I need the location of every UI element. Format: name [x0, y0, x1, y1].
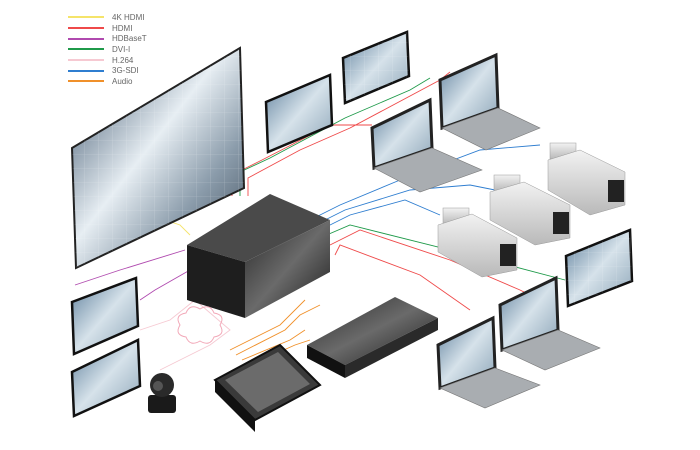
- line-hdbaset-2: [139, 269, 191, 301]
- rack-unit: [307, 297, 438, 378]
- legend-label: HDBaseT: [112, 34, 147, 44]
- video-processor: [187, 194, 330, 318]
- laptop-3: [436, 315, 541, 409]
- monitor-top-1: [264, 73, 334, 154]
- legend-item-4k-hdmi: 4K HDMI: [68, 12, 147, 23]
- line-dvi-2: [314, 224, 566, 281]
- legend-swatch: [68, 80, 104, 83]
- line-sdi-2: [304, 184, 496, 231]
- legend-item-dvi: DVI-I: [68, 44, 147, 55]
- line-audio-3: [241, 329, 306, 361]
- legend-swatch: [68, 69, 104, 72]
- monitor-left-1: [70, 276, 140, 356]
- legend-swatch: [68, 37, 104, 40]
- legend-item-3g-sdi: 3G-SDI: [68, 65, 147, 76]
- laptop-4: [498, 275, 601, 371]
- legend-label: HDMI: [112, 23, 133, 33]
- camera-1: [547, 142, 626, 216]
- legend-swatch: [68, 59, 104, 62]
- line-hdmi-4: [334, 244, 471, 311]
- legend-swatch: [68, 48, 104, 51]
- laptop-2: [438, 52, 541, 151]
- line-hdbaset-1: [74, 249, 186, 286]
- legend-label: DVI-I: [112, 44, 131, 54]
- legend-label: H.264: [112, 55, 134, 65]
- monitor-top-2: [341, 30, 411, 105]
- line-h264: [139, 299, 231, 371]
- legend: 4K HDMI HDMI HDBaseT DVI-I H.264 3G-SDI …: [68, 12, 147, 87]
- audio-mixer: [213, 343, 322, 432]
- legend-label: 3G-SDI: [112, 66, 139, 76]
- legend-item-audio: Audio: [68, 76, 147, 87]
- legend-label: Audio: [112, 76, 133, 86]
- monitor-left-2: [70, 338, 142, 418]
- laptop-1: [370, 97, 483, 193]
- legend-swatch: [68, 27, 104, 30]
- video-wall: [70, 46, 246, 270]
- camera-2: [489, 174, 571, 246]
- line-audio-1: [229, 299, 306, 351]
- legend-label: 4K HDMI: [112, 12, 145, 22]
- legend-item-hdbaset: HDBaseT: [68, 33, 147, 44]
- legend-item-hdmi: HDMI: [68, 23, 147, 34]
- legend-item-h264: H.264: [68, 55, 147, 66]
- cloud-icon: [177, 306, 223, 344]
- ptz-camera: [148, 373, 176, 413]
- legend-swatch: [68, 16, 104, 19]
- line-audio-2: [235, 304, 321, 356]
- camera-3: [437, 207, 518, 278]
- monitor-right: [564, 228, 634, 308]
